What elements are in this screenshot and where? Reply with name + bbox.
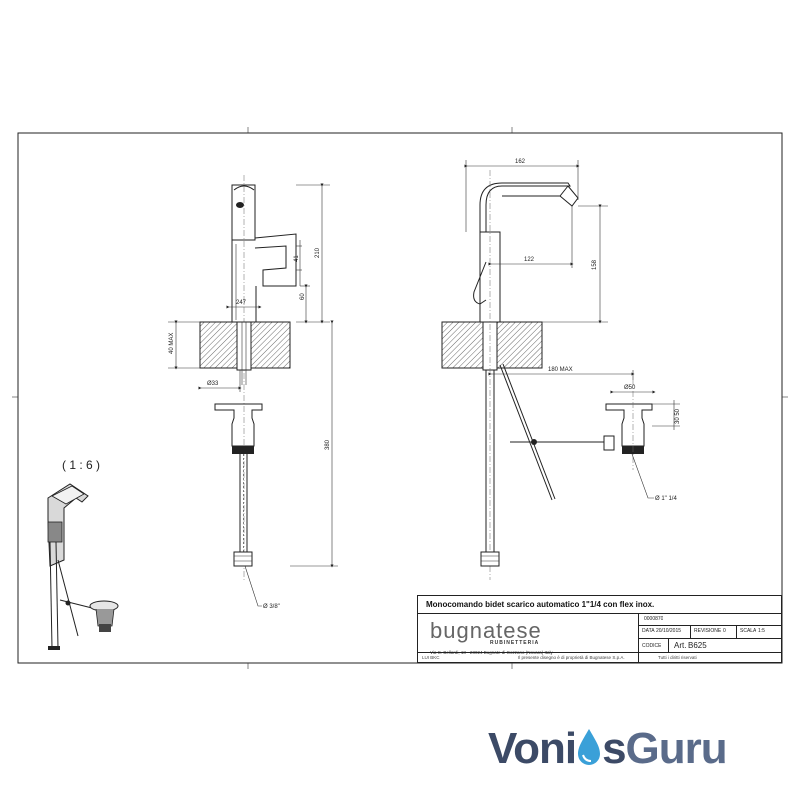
- title-block: Monocomando bidet scarico automatico 1"1…: [417, 595, 782, 663]
- dim-side-180max: 180 MAX: [548, 367, 573, 373]
- revision-label: REVISIONE: [694, 628, 722, 634]
- revision-value: 0: [723, 628, 726, 634]
- front-view: [168, 175, 338, 607]
- water-drop-icon: [578, 729, 601, 765]
- dim-side-thread: Ø 1" 1/4: [655, 496, 677, 502]
- dim-side-30-50: 30 50: [675, 408, 681, 424]
- doc-code: 0000870: [644, 616, 664, 622]
- dim-front-60: 60: [300, 293, 306, 300]
- brand-subtitle: RUBINETTERIA: [490, 640, 540, 646]
- article-value: B625: [688, 641, 707, 650]
- side-view: [441, 160, 680, 580]
- footer-left: LUI BKC: [422, 655, 440, 660]
- date-value: 20/10/2015: [656, 628, 682, 634]
- scale-field-label: SCALA: [740, 628, 757, 634]
- dim-side-162: 162: [515, 159, 526, 165]
- dim-front-380: 380: [325, 439, 331, 450]
- isometric-view: [47, 483, 119, 650]
- dim-front-033: Ø33: [207, 381, 219, 387]
- footer-mid: Il presente disegno è di proprietà di Bu…: [518, 655, 625, 660]
- article-label: Art.: [674, 641, 687, 650]
- dim-front-thread: Ø 3/8": [263, 604, 280, 610]
- scale-label: ( 1 : 6 ): [62, 458, 101, 472]
- brand-logo-text: bugnatese: [430, 618, 542, 643]
- drawing-title: Monocomando bidet scarico automatico 1"1…: [426, 600, 655, 609]
- dim-side-158: 158: [592, 259, 598, 270]
- dim-front-247: 247: [236, 300, 247, 306]
- dim-front-40max: 40 MAX: [169, 333, 175, 354]
- dim-side-122: 122: [524, 257, 535, 263]
- watermark-part2: s: [602, 724, 627, 773]
- dim-side-050: Ø50: [624, 385, 636, 391]
- dim-front-210: 210: [315, 247, 321, 258]
- watermark-part1: Voni: [488, 724, 577, 773]
- scale-field-value: 1:5: [758, 628, 765, 634]
- footer-right: Tutti i diritti riservati: [658, 655, 697, 660]
- date-label: DATA: [642, 628, 655, 634]
- dim-front-41: 41: [294, 255, 300, 262]
- code-label: CODICE: [642, 643, 662, 649]
- sheet-frame: [17, 132, 783, 664]
- watermark-part3: Guru: [625, 724, 728, 773]
